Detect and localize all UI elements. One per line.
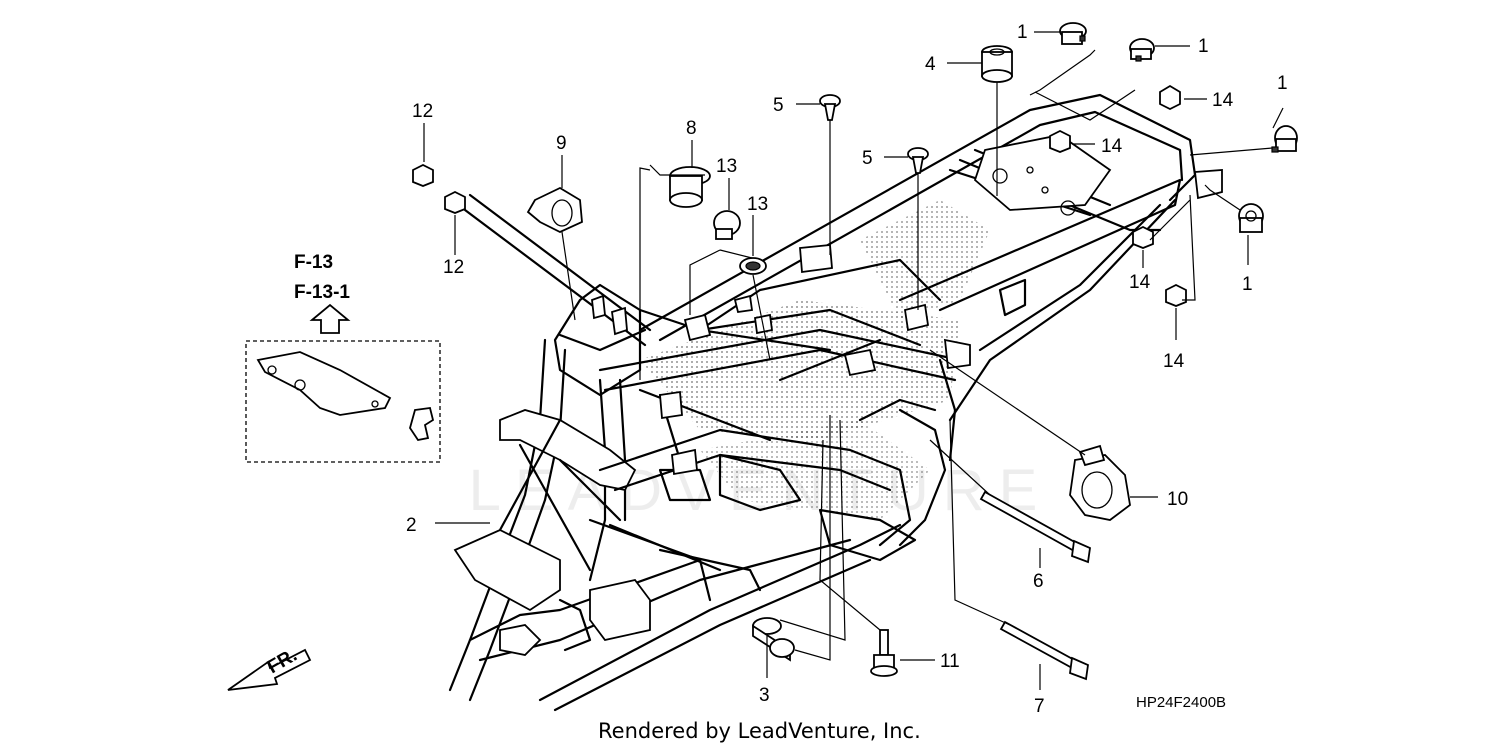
nut-part-14-b	[1049, 129, 1071, 153]
callout-2: 2	[406, 515, 417, 536]
nut-part-12-upper	[412, 163, 434, 187]
bolt-part-11	[870, 629, 898, 677]
callout-1-top-right: 1	[1198, 36, 1209, 57]
callout-4: 4	[925, 54, 936, 75]
grommet-part-1-right	[1271, 125, 1298, 153]
leader-lines	[423, 31, 1284, 690]
nut-part-14-c	[1132, 225, 1154, 249]
callout-14-c: 14	[1129, 272, 1151, 293]
callout-14-a: 14	[1212, 90, 1234, 111]
bolt-part-7	[999, 620, 1089, 681]
callout-3: 3	[759, 685, 770, 706]
callout-8: 8	[686, 118, 697, 139]
reference-label-f13-1[interactable]: F-13-1	[294, 282, 350, 303]
frame-body	[448, 93, 1223, 712]
callout-14-b: 14	[1101, 136, 1123, 157]
clip-part-5-lower	[907, 147, 929, 174]
bolt-part-6	[979, 490, 1091, 564]
callout-9: 9	[556, 133, 567, 154]
clamp-part-10	[1069, 444, 1131, 521]
nut-part-14-a	[1159, 84, 1181, 111]
callout-1-top: 1	[1017, 22, 1028, 43]
callout-1-right: 1	[1277, 73, 1288, 94]
nut-part-12-lower	[444, 190, 466, 214]
diagram-code: HP24F2400B	[1136, 694, 1226, 711]
clamp-part-9	[526, 186, 583, 233]
callout-10: 10	[1167, 489, 1188, 510]
band-part-8	[669, 166, 711, 208]
inset-box	[245, 303, 441, 463]
callout-11: 11	[940, 651, 960, 672]
nut-part-14-d	[1165, 283, 1187, 307]
grommet-part-1-top-right	[1129, 38, 1155, 62]
grommet-part-1-top	[1059, 22, 1087, 45]
front-direction-arrow-icon	[227, 648, 312, 691]
callout-13-upper: 13	[716, 156, 737, 177]
callout-6: 6	[1033, 571, 1044, 592]
collar-part-3	[752, 617, 795, 662]
cap-part-13-lower	[739, 257, 767, 275]
clip-part-5-upper	[819, 94, 841, 121]
callout-12-lower: 12	[443, 257, 464, 278]
callout-12-upper: 12	[412, 101, 433, 122]
reference-label-f13[interactable]: F-13	[294, 252, 333, 273]
callout-5-upper: 5	[773, 95, 784, 116]
callout-14-d: 14	[1163, 351, 1185, 372]
shading-region	[860, 200, 990, 320]
grommet-part-1-lower-right	[1238, 203, 1264, 233]
shading-region	[700, 420, 930, 520]
render-credit: Rendered by LeadVenture, Inc.	[598, 719, 921, 743]
cap-part-13-upper	[713, 210, 741, 240]
shading-region	[640, 300, 960, 440]
callout-13-lower: 13	[747, 194, 768, 215]
collar-part-4	[981, 45, 1013, 83]
callout-5-lower: 5	[862, 148, 873, 169]
callout-1-lower-right: 1	[1242, 274, 1253, 295]
callout-7: 7	[1034, 696, 1045, 717]
